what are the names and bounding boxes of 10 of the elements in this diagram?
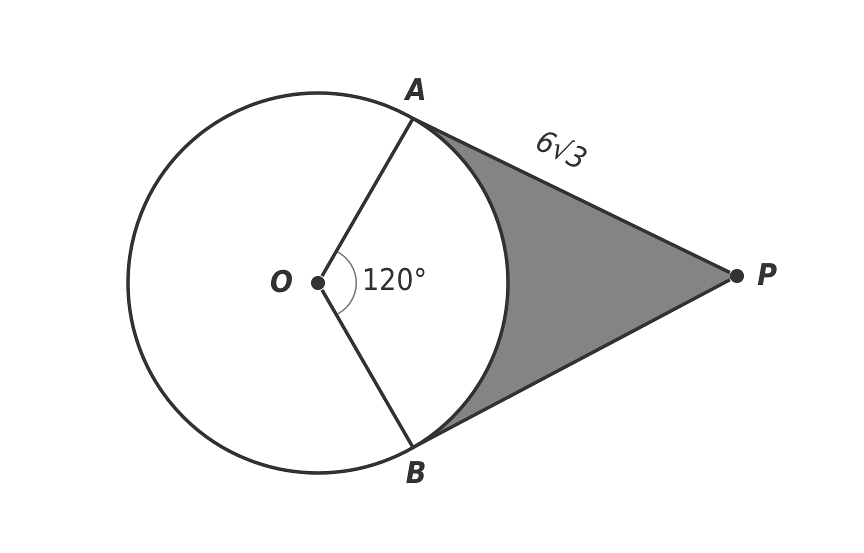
point-label: P xyxy=(729,261,777,291)
edge-label: 6√3 xyxy=(531,126,591,176)
point-label: A xyxy=(401,76,431,119)
line-segment xyxy=(412,278,731,450)
line-segment xyxy=(320,289,415,448)
line-segment xyxy=(412,116,731,274)
line-segment xyxy=(320,118,415,277)
point-label: O xyxy=(270,268,326,298)
point-label: B xyxy=(401,447,431,489)
angle-label: 120° xyxy=(362,266,427,296)
